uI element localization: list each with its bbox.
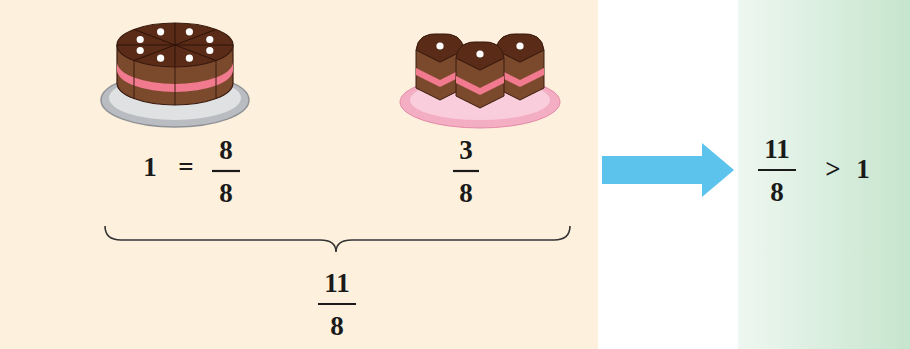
whole-cake [101, 23, 249, 127]
denominator: 8 [330, 313, 344, 340]
numerator: 11 [764, 136, 790, 163]
cake-slices [400, 34, 560, 128]
numerator: 3 [459, 137, 473, 164]
denominator: 8 [219, 180, 233, 207]
denominator: 8 [459, 180, 473, 207]
greater-than-sign: > [825, 156, 840, 183]
equals-sign: = [178, 154, 193, 181]
numerator: 11 [324, 270, 350, 297]
numerator: 8 [219, 137, 233, 164]
denominator: 8 [770, 179, 784, 206]
whole-number: 1 [143, 154, 157, 181]
block-arrow [602, 143, 734, 197]
sum-brace [105, 226, 570, 252]
result-panel: 11 8 >1 [738, 0, 910, 349]
whole-number: 1 [856, 156, 870, 183]
